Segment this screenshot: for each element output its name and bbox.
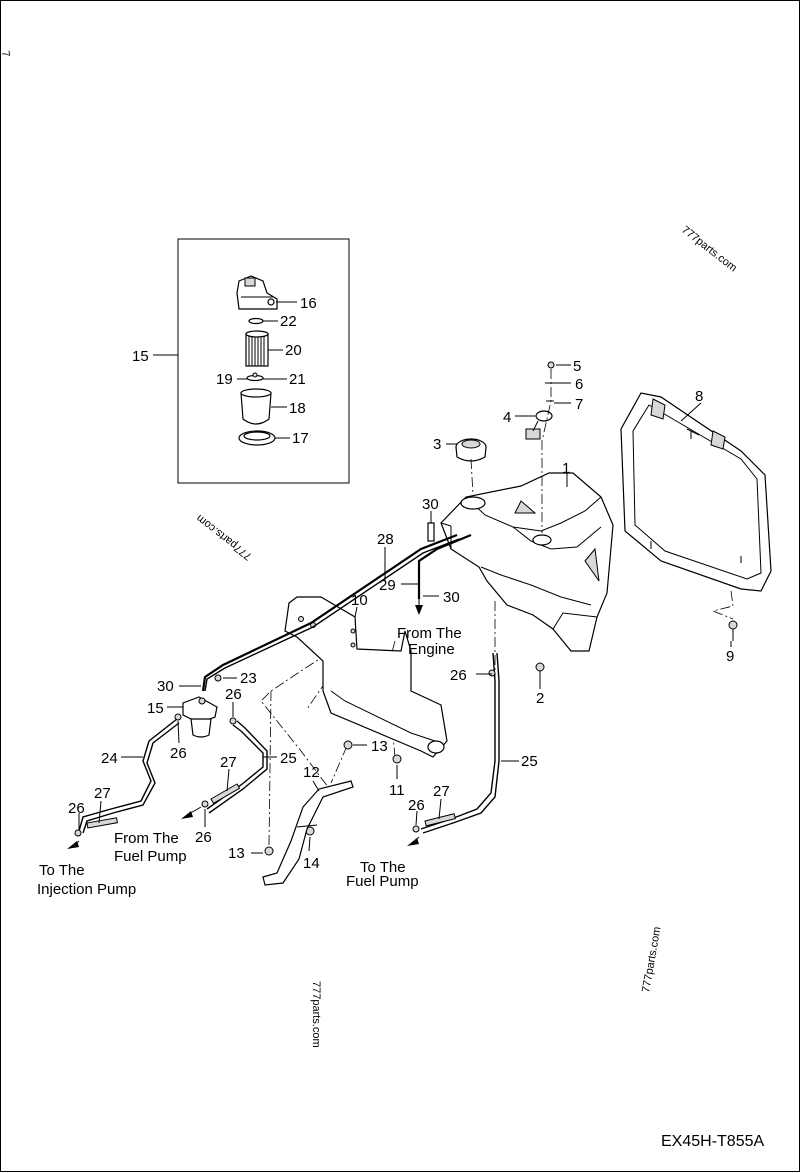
callout-10: 10 xyxy=(351,592,368,609)
caption-from-fuel-pump-2: Fuel Pump xyxy=(114,848,187,865)
bolt-9 xyxy=(728,620,738,641)
caption-from-engine-2: Engine xyxy=(408,641,455,658)
callout-26-c: 26 xyxy=(195,829,212,846)
support-bracket xyxy=(262,780,354,886)
callout-6: 6 xyxy=(575,376,583,393)
callout-18: 18 xyxy=(289,400,306,417)
bolt-11 xyxy=(392,754,402,764)
callout-21: 21 xyxy=(289,371,306,388)
tank-frame xyxy=(620,392,772,592)
caption-to-fuel-pump-1: To The xyxy=(360,859,406,876)
watermark-4: 777parts.com xyxy=(310,981,322,1048)
pipe-end-27b xyxy=(210,783,241,805)
callout-15-mounted: 15 xyxy=(147,700,164,717)
callout-26-b: 26 xyxy=(170,745,187,762)
callout-2: 2 xyxy=(536,690,544,707)
fuel-tank xyxy=(440,472,614,652)
o-ring-small xyxy=(248,317,264,325)
fuel-cap xyxy=(455,438,487,462)
callout-7: 7 xyxy=(575,396,583,413)
callout-30-c: 30 xyxy=(157,678,174,695)
callout-27-c: 27 xyxy=(433,783,450,800)
callout-30-b: 30 xyxy=(443,589,460,606)
callout-3: 3 xyxy=(433,436,441,453)
hose-28 xyxy=(201,533,460,692)
level-sender xyxy=(525,410,553,440)
bolt-13b xyxy=(264,846,274,856)
drawing-code: EX45H-T855A xyxy=(661,1133,764,1150)
retaining-ring xyxy=(238,430,276,446)
callout-27-b: 27 xyxy=(220,754,237,771)
hose-29 xyxy=(417,533,472,599)
caption-to-fuel-pump-2: Fuel Pump xyxy=(346,873,419,890)
spring-washer xyxy=(246,372,264,382)
callout-26-a: 26 xyxy=(225,686,242,703)
clamps xyxy=(74,669,496,837)
filter-head xyxy=(236,275,278,310)
callout-28: 28 xyxy=(377,531,394,548)
caption-to-injection-1: To The xyxy=(39,862,85,879)
callout-26-e: 26 xyxy=(450,667,467,684)
callout-9: 9 xyxy=(726,648,734,665)
callout-13b: 13 xyxy=(228,845,245,862)
callout-15-inset: 15 xyxy=(132,348,149,365)
callout-30-a: 30 xyxy=(422,496,439,513)
callout-25-right: 25 xyxy=(521,753,538,770)
callout-20: 20 xyxy=(285,342,302,359)
watermark-1: 777parts.com xyxy=(679,224,739,274)
callout-16: 16 xyxy=(300,295,317,312)
watermark-3: 777parts.com xyxy=(640,926,663,994)
callout-25-left: 25 xyxy=(280,750,297,767)
filter-bowl xyxy=(240,388,272,425)
callout-26-f: 26 xyxy=(408,797,425,814)
callout-29: 29 xyxy=(379,577,396,594)
clip-23 xyxy=(214,674,222,682)
bolt-13a xyxy=(343,740,353,750)
callout-26-d: 26 xyxy=(68,800,85,817)
corner-mark: 7 xyxy=(1,50,12,58)
callout-1: 1 xyxy=(562,460,570,477)
filter-assembly-mounted xyxy=(182,696,218,738)
callout-13a: 13 xyxy=(371,738,388,755)
callout-11: 11 xyxy=(389,782,405,799)
callout-19: 19 xyxy=(216,371,233,388)
caption-from-engine-1: From The xyxy=(397,625,462,642)
caption-from-fuel-pump-1: From The xyxy=(114,830,179,847)
callout-17: 17 xyxy=(292,430,309,447)
callout-27-a: 27 xyxy=(94,785,111,802)
callout-8: 8 xyxy=(695,388,703,405)
caption-to-injection-2: Injection Pump xyxy=(37,881,136,898)
callout-5: 5 xyxy=(573,358,581,375)
callout-4: 4 xyxy=(503,409,511,426)
callout-23: 23 xyxy=(240,670,257,687)
callout-14: 14 xyxy=(303,855,320,872)
mounting-plate xyxy=(284,596,448,758)
callout-22: 22 xyxy=(280,313,297,330)
filter-element xyxy=(245,330,269,367)
callout-24: 24 xyxy=(101,750,118,767)
pipe-end-27a xyxy=(86,817,118,829)
bolt-2 xyxy=(535,662,545,685)
watermark-2: 777parts.com xyxy=(194,512,254,562)
hose-24 xyxy=(78,718,180,834)
callout-12: 12 xyxy=(303,764,320,781)
flow-arrows xyxy=(67,597,423,849)
filter-inset-box xyxy=(177,238,350,484)
small-bolt-5 xyxy=(547,361,555,369)
hose-30-top xyxy=(427,522,435,542)
